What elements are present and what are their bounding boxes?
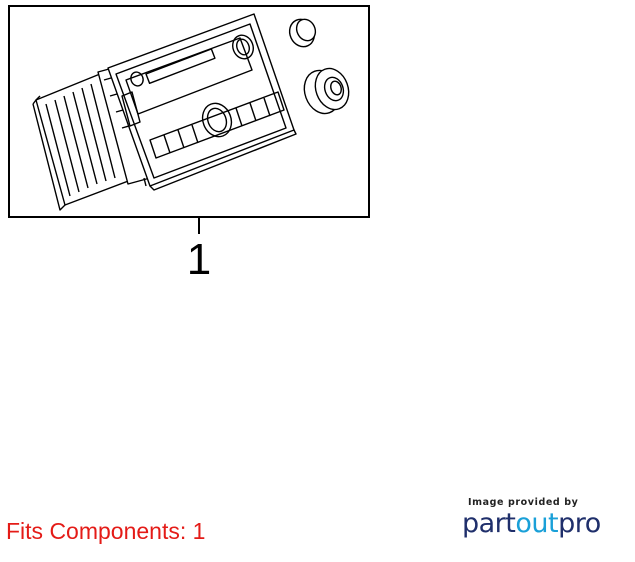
parts-diagram: 1 — [8, 5, 370, 284]
image-provided-by-text: Image provided by — [468, 497, 579, 508]
logo-out-text: out — [515, 508, 559, 539]
logo-pro-text: pro — [558, 508, 601, 539]
logo-part-text: part — [462, 508, 516, 539]
large-knob-illustration — [303, 67, 350, 115]
callout-number: 1 — [187, 235, 211, 284]
partoutpro-logo: partoutpro — [462, 509, 622, 539]
small-knob-illustration — [288, 18, 317, 48]
image-credit: Image provided by partoutpro — [462, 497, 622, 539]
radio-unit-illustration — [32, 13, 297, 211]
fits-components-text: Fits Components: 1 — [6, 518, 206, 544]
diagram-frame — [8, 5, 370, 218]
